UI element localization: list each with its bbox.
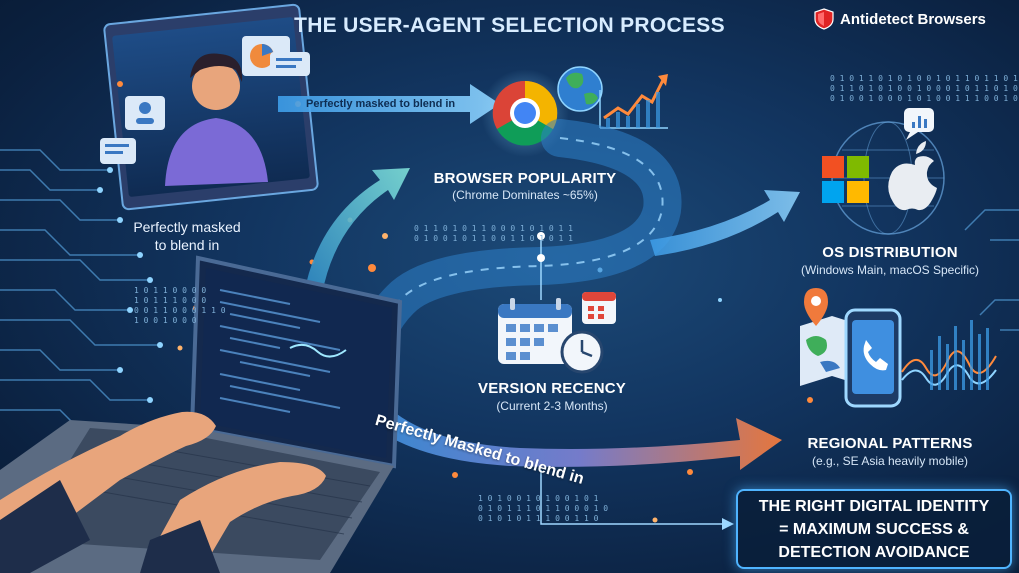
- hands: [0, 411, 326, 573]
- binary-left: 1 0 1 1 0 0 0 0 1 0 1 1 1 0 0 0 0 0 1 1 …: [134, 286, 226, 325]
- calendar-icon: [498, 298, 572, 364]
- persona-caption-line1: Perfectly masked: [133, 219, 241, 235]
- circuit-nodes: [97, 167, 163, 403]
- regional-patterns-subtitle: (e.g., SE Asia heavily mobile): [811, 454, 969, 468]
- wave-chart-icon: [901, 320, 997, 390]
- callout-line2: = MAXIMUM SUCCESS &: [779, 520, 969, 538]
- persona-caption: Perfectly masked to blend in: [112, 218, 262, 254]
- globe-icon: [557, 66, 603, 112]
- os-distribution-title: OS DISTRIBUTION: [822, 244, 958, 261]
- trend-chart-icon: [599, 74, 668, 129]
- phone-icon: [844, 308, 902, 408]
- clock-icon: [560, 330, 604, 374]
- top-arrow-label: Perfectly masked to blend in: [306, 98, 456, 110]
- persona-monitor: [100, 3, 319, 211]
- apple-icon: [888, 141, 937, 211]
- brand-logo: Antidetect Browsers: [814, 8, 986, 30]
- page-title: THE USER-AGENT SELECTION PROCESS: [294, 14, 725, 37]
- browser-popularity-title: BROWSER POPULARITY: [433, 170, 617, 187]
- binary-top-right: 0 1 0 1 1 0 1 0 1 0 0 1 0 1 1 0 1 1 0 1 …: [830, 74, 1018, 103]
- connector-lines: [540, 232, 722, 525]
- binary-middle: 0 1 1 0 1 0 1 1 0 0 0 1 0 1 0 1 1 0 1 0 …: [414, 224, 573, 243]
- location-pin-icon: [804, 288, 828, 326]
- conclusion-callout: THE RIGHT DIGITAL IDENTITY = MAXIMUM SUC…: [736, 489, 1012, 569]
- regional-patterns-title: REGIONAL PATTERNS: [807, 435, 973, 452]
- persona-caption-line2: to blend in: [154, 237, 220, 253]
- callout-line3: DETECTION AVOIDANCE: [778, 543, 970, 561]
- chat-bubble-icon: [904, 108, 934, 140]
- top-flow-arrow: [278, 84, 500, 124]
- small-calendar-icon: [582, 292, 616, 324]
- brand-name: Antidetect Browsers: [840, 10, 986, 28]
- version-recency-title: VERSION RECENCY: [477, 380, 627, 397]
- right-circuit: [964, 209, 1019, 331]
- version-recency-subtitle: (Current 2-3 Months): [496, 399, 608, 413]
- os-distribution-subtitle: (Windows Main, macOS Specific): [800, 263, 980, 277]
- callout-line1: THE RIGHT DIGITAL IDENTITY: [758, 497, 990, 515]
- main-flow-arrow: [332, 350, 782, 470]
- browser-popularity-subtitle: (Chrome Dominates ~65%): [452, 188, 598, 202]
- shield-icon: [814, 8, 834, 30]
- os-flow-arrow: [650, 190, 800, 256]
- windows-icon: [822, 156, 869, 203]
- binary-bottom: 1 0 1 0 0 1 0 1 0 0 1 0 1 0 1 0 1 1 1 0 …: [478, 494, 609, 523]
